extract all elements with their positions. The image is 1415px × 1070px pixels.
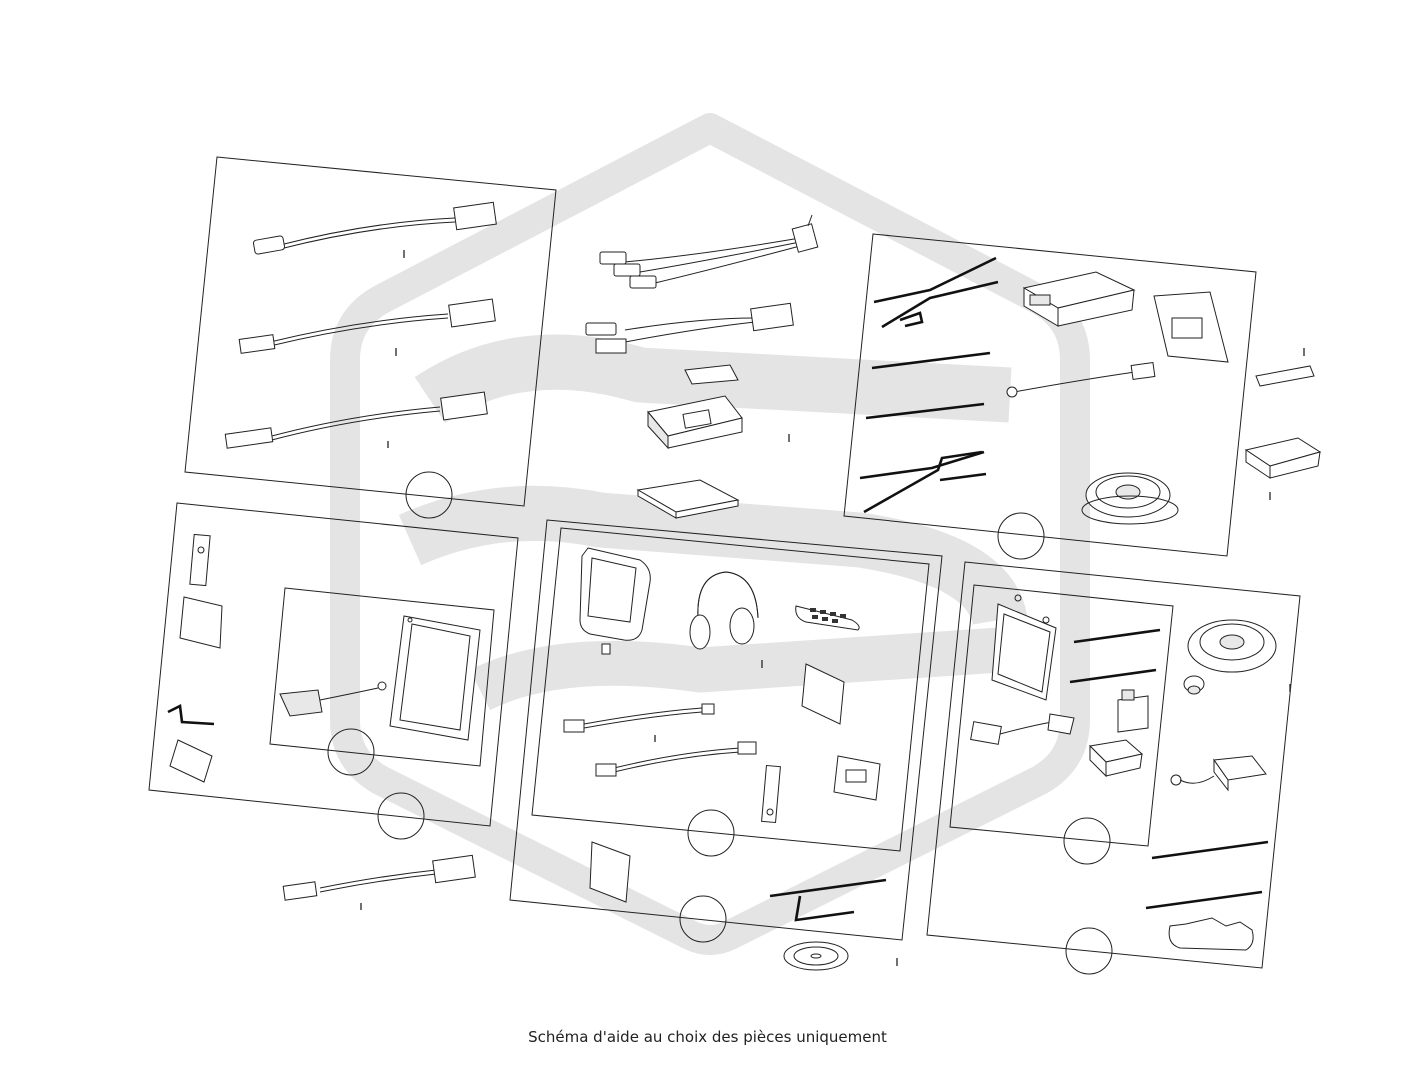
harness-adapter <box>970 713 1075 745</box>
cradle-tray <box>1168 917 1254 951</box>
woofer <box>1187 619 1291 692</box>
amplifier-box <box>1022 271 1136 327</box>
cable-bars <box>1069 628 1161 684</box>
cable-jack-rca <box>599 214 819 289</box>
group-rear-entertainment <box>509 519 943 943</box>
callout-circle <box>1065 927 1113 975</box>
module-box-small <box>179 596 223 649</box>
harness-connector <box>279 681 387 717</box>
cable-ipod-connector <box>224 391 488 449</box>
remote-control <box>795 605 860 631</box>
callout-circle <box>679 895 727 943</box>
manual-booklet <box>1153 291 1229 363</box>
user-guide <box>833 755 881 801</box>
cable-usb-rca <box>585 302 794 354</box>
diagram-caption: Schéma d'aide au choix des pièces unique… <box>528 1028 887 1046</box>
interface-module <box>647 395 790 450</box>
video-cable-1 <box>563 703 715 742</box>
callout-circle <box>997 512 1045 560</box>
screen-frame <box>389 615 481 741</box>
cable-usb-a <box>238 298 496 356</box>
watermark-logo <box>330 113 1090 955</box>
mounting-plate <box>589 841 631 903</box>
callout-circle <box>687 809 735 857</box>
bracket-l-large <box>769 878 887 922</box>
callout-circle <box>1063 817 1111 865</box>
callout-circle <box>327 728 375 776</box>
cable-mini-usb <box>252 201 497 258</box>
speaker <box>1081 472 1179 525</box>
long-bars <box>1145 840 1269 910</box>
bluetooth-module <box>1244 437 1322 500</box>
group-amplifier-kit <box>843 233 1257 560</box>
antenna-module <box>1170 755 1267 792</box>
dsp-box <box>1088 739 1144 778</box>
mount-bracket <box>761 764 781 824</box>
cd-disc <box>783 941 898 971</box>
bracket-small <box>189 533 211 587</box>
wiring-harness <box>859 256 999 514</box>
protective-film <box>169 739 213 783</box>
video-cable-2 <box>595 741 757 777</box>
callout-circle <box>377 792 425 840</box>
headrest-monitor <box>579 547 651 655</box>
group-av-cables-module <box>585 214 819 519</box>
sticker-card <box>684 364 739 385</box>
control-module <box>801 663 845 725</box>
cable-usb-loose <box>282 854 476 910</box>
antenna-cable <box>1006 361 1156 398</box>
bracket-l <box>167 704 215 726</box>
callout-circle <box>405 471 453 519</box>
usb-stick <box>1255 348 1315 387</box>
tweeter <box>1183 675 1205 695</box>
group-screen-kit <box>148 502 519 840</box>
group-audio-upgrade <box>926 561 1301 975</box>
group-usb-cables <box>184 156 557 519</box>
amplifier-unit <box>991 594 1057 701</box>
instruction-booklet <box>636 479 740 519</box>
headphones <box>689 571 763 668</box>
connector-block <box>1117 689 1149 733</box>
